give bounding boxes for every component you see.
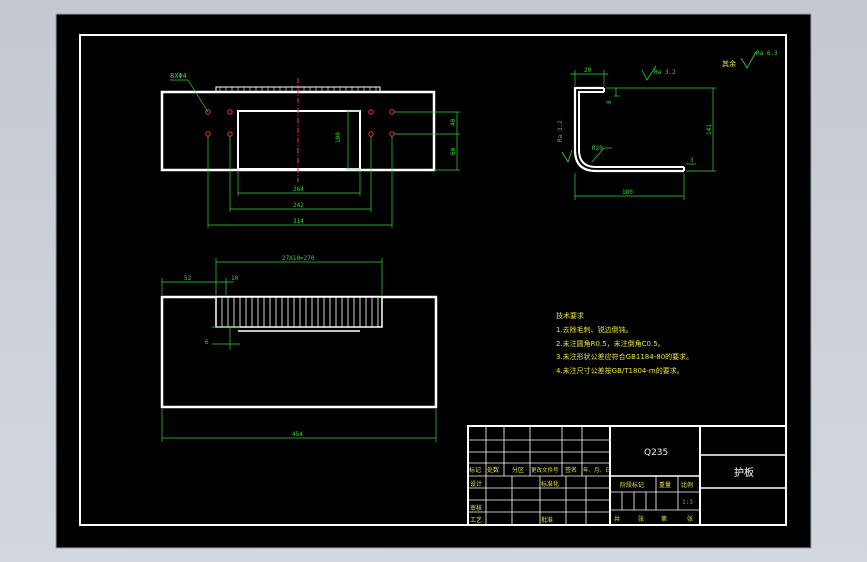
tb-sheet-no: 第 [661, 515, 667, 523]
tb-label: 年、月、日 [583, 466, 611, 474]
roughness-left-symbol [561, 149, 573, 163]
dim-hole-span-outer: 314 [293, 218, 304, 225]
tech-item: 2.未注圆角R0.5，未注倒角C0.5。 [556, 339, 665, 348]
tb-ratio: 比例 [681, 481, 693, 489]
tb-stage-mark: 阶段标记 [620, 481, 644, 489]
tb-weight: 重量 [659, 481, 671, 489]
front-view: 52 10 27X10=270 6 454 [160, 255, 438, 442]
roughness-global-symbol [740, 51, 757, 69]
dim-slot-height: 100 [335, 132, 342, 143]
hole-callout: 8XΦ4 [170, 72, 187, 80]
drawing-frame [79, 34, 787, 526]
roughness-top: Ra 3.2 [654, 69, 676, 76]
dim-total-width: 454 [292, 431, 303, 438]
tb-standardization: 标准化 [541, 480, 559, 488]
roughness-global: Ra 6.3 [756, 50, 778, 57]
dim-flange: 20 [584, 67, 592, 74]
tech-requirements: 技术要求 1.去除毛刺、锐边倒钝。 2.未注圆角R0.5，未注倒角C0.5。 3… [556, 311, 693, 375]
tb-process: 工艺 [470, 516, 482, 524]
top-view: 8XΦ4 264 242 314 100 40 60 [160, 72, 460, 228]
dim-pitch: 27X10=270 [282, 255, 315, 262]
tech-item: 1.去除毛刺、锐边倒钝。 [556, 325, 633, 334]
dim-base: 180 [622, 189, 633, 196]
dim-left-offset: 52 [184, 275, 192, 282]
dim-height: 141 [706, 124, 713, 135]
tb-design: 设计 [470, 480, 482, 488]
tb-label: 分区 [512, 466, 524, 474]
tb-sheet-label: 张 [638, 515, 644, 523]
roughness-rest-label: 其余 [722, 59, 736, 68]
side-profile [573, 86, 684, 173]
tb-sheet-no-label: 张 [687, 515, 693, 523]
tb-label: 处数 [487, 466, 499, 474]
top-view-slot [237, 110, 361, 170]
dim-inner-width: 264 [293, 186, 304, 193]
title-block [467, 425, 787, 526]
roughness-left: Ra 3.2 [557, 120, 564, 142]
comb-teeth [215, 296, 383, 328]
dim-hole-span-inner: 242 [293, 202, 304, 209]
dim-hole-v1: 40 [450, 118, 457, 126]
tech-item: 4.未注尺寸公差按GB/T1804-m的要求。 [556, 366, 684, 375]
tech-title: 技术要求 [556, 311, 584, 320]
title-block-text: 标记 处数 分区 更改文件号 签名 年、月、日 设计 标准化 审核 工艺 批准 … [469, 448, 754, 524]
tb-part-name: 护板 [734, 466, 754, 479]
dim-tooth-depth: 6 [205, 339, 209, 346]
tb-scale: 1:3 [682, 499, 693, 506]
tb-material: Q235 [644, 448, 668, 458]
tb-approve: 批准 [541, 516, 553, 524]
tb-label: 标记 [469, 466, 481, 474]
side-view: 20 8 141 180 3 R20 Ra 3.2 Ra 3.2 其余 Ra 6… [557, 50, 778, 200]
tb-label: 签名 [565, 466, 577, 474]
tb-review: 审核 [470, 504, 482, 512]
dim-lip: 3 [690, 157, 694, 164]
tech-item: 3.未注形状公差应符合GB1184-80的要求。 [556, 352, 693, 361]
dim-flange-small: 8 [606, 100, 613, 104]
dim-pitch-start: 10 [231, 275, 239, 282]
dim-hole-v2: 60 [450, 147, 457, 155]
roughness-top-symbol [641, 65, 657, 81]
tb-label: 更改文件号 [531, 466, 559, 474]
bend-radius: R20 [592, 145, 603, 152]
tb-sheet-total: 共 [614, 515, 620, 523]
